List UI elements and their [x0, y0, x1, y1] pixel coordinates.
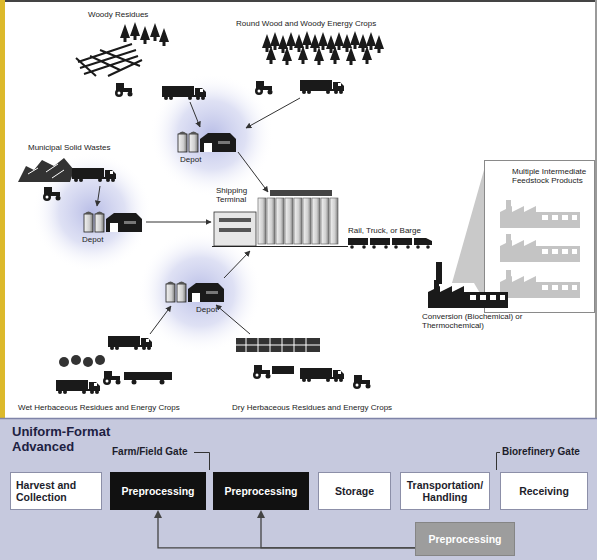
band-edge — [0, 418, 597, 420]
band-ground — [0, 418, 597, 560]
box-text: Storage — [335, 485, 374, 497]
accent-bar — [0, 0, 5, 418]
box-text: Harvest and Collection — [16, 479, 97, 503]
box-text: Transportation/ Handling — [405, 479, 485, 503]
box-text: Receiving — [519, 485, 569, 497]
illustration-ground — [0, 0, 597, 418]
conversion-plant-icon — [428, 262, 508, 308]
zoom-panel — [452, 161, 595, 313]
process-box: Harvest and Collection — [10, 472, 102, 510]
process-box: Preprocessing — [213, 472, 309, 510]
frame-line — [595, 0, 597, 418]
source-label: Wet Herbaceous Residues and Energy Crops — [18, 403, 194, 412]
gate-bracket — [194, 453, 500, 471]
depot-label: Depot — [180, 155, 210, 164]
gate-label: Biorefinery Gate — [502, 446, 594, 458]
connector-line — [158, 517, 415, 548]
box-text: Preprocessing — [429, 533, 502, 545]
train-icon — [348, 238, 432, 249]
municipal-waste-figure — [18, 158, 116, 206]
dry-herbaceous-figure — [216, 305, 371, 389]
depot-icon — [84, 212, 211, 233]
source-label: Round Wood and Woody Energy Crops — [236, 19, 396, 28]
arrow-head — [154, 510, 162, 518]
woody-residues-figure — [76, 22, 206, 127]
depot-label: Depot — [196, 305, 226, 314]
source-label: Dry Herbaceous Residues and Energy Crops — [232, 403, 408, 412]
depot-icon — [178, 132, 268, 193]
frame-line — [0, 0, 597, 2]
round-wood-figure — [246, 31, 384, 128]
source-label: Woody Residues — [88, 10, 160, 19]
terminal-label: Shipping Terminal — [216, 186, 256, 204]
arrow-head — [257, 510, 265, 518]
gate-label: Farm/Field Gate — [112, 446, 196, 458]
connector-line — [261, 517, 415, 548]
process-box: Receiving — [500, 472, 588, 510]
wet-herbaceous-figure — [56, 306, 172, 394]
process-box: Preprocessing — [110, 472, 206, 510]
process-band: Uniform-Format AdvancedHarvest and Colle… — [0, 418, 597, 560]
box-text: Preprocessing — [225, 485, 298, 497]
depot-label: Depot — [82, 235, 112, 244]
source-label: Municipal Solid Wastes — [28, 143, 128, 152]
panel-label: Multiple Intermediate Feedstock Products — [512, 167, 592, 185]
feedback-connector — [257, 510, 415, 548]
box-text: Uniform-Format Advanced — [12, 425, 124, 454]
transport-label: Rail, Truck, or Barge — [348, 226, 440, 235]
depot-halos — [32, 73, 274, 354]
process-box: Storage — [318, 472, 391, 510]
plant-label: Conversion (Biochemical) or Thermochemic… — [422, 312, 536, 330]
depot-icon — [166, 251, 250, 302]
feedback-connector — [154, 510, 415, 548]
box-text: Preprocessing — [122, 485, 195, 497]
process-box: Transportation/ Handling — [400, 472, 490, 510]
process-box: Preprocessing — [415, 522, 515, 556]
